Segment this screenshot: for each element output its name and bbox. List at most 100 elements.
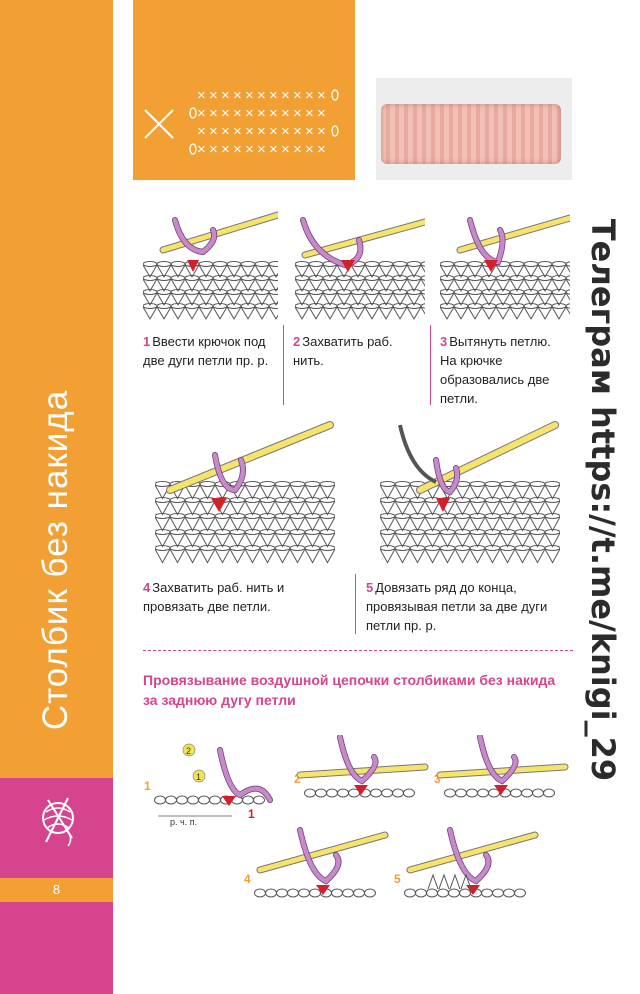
chain-loop-mark [304,788,316,798]
chain-loop-mark [342,888,354,898]
chain-loop-mark [242,795,254,805]
page-number: 8 [52,882,61,897]
stitch-mark [199,500,216,516]
stitch-mark [268,306,278,320]
stitch-mark [143,292,158,306]
chain-loop-mark [466,788,478,798]
stitch-mark [420,264,425,273]
stitch-mark [199,516,216,532]
chain-loop-mark [514,888,526,898]
stitch-mark [226,264,242,278]
stitch-mark [214,516,231,532]
symbol-mark: × [317,105,326,122]
symbol-mark: × [209,105,218,122]
stitch-mark [229,548,246,564]
stitch-mark [214,548,231,564]
stitch-mark [254,264,270,278]
chain-loop-mark [287,888,299,898]
stitch-mark [551,292,567,306]
stitch-mark [350,264,366,278]
turning-loop-mark [189,107,197,119]
symbol-mark: × [257,105,266,122]
stitch-mark [169,516,186,532]
stitch-mark [268,289,278,295]
stitch-mark [308,278,324,292]
stitch-mark [449,873,461,890]
stitch-mark [529,500,546,516]
stitch-mark [454,500,471,516]
stitch-mark [544,545,560,551]
fabric-rows [440,261,570,320]
stitch-mark [509,264,525,278]
red-stitch-highlight [316,885,330,895]
stitch-mark [229,516,246,532]
stitch-mark [336,278,352,292]
symbol-mark: × [305,87,314,104]
fabric-rows [295,261,425,320]
stitch-mark [268,261,278,267]
stitch-mark [406,292,422,306]
stitch-mark [295,306,310,320]
chain-loop-mark [455,788,467,798]
stitch-mark [529,532,546,548]
stitch-mark [394,532,411,548]
chain-loop-mark [448,888,460,898]
stitch-mark [469,532,486,548]
stitch-mark [308,261,324,267]
stitch-mark [394,500,411,516]
stitch-mark [143,306,158,320]
stitch-mark [454,484,471,500]
stitch-mark [254,306,270,320]
stitch-mark [268,303,278,309]
chain-loop-mark [532,788,544,798]
stitch-mark [439,548,456,564]
symbol-mark: × [281,105,290,122]
stitch-mark [427,873,439,890]
crochet-hook [167,422,333,493]
stitch-mark [364,292,380,306]
stitch-mark [350,306,366,320]
stitch-mark [170,306,186,320]
stitch-mark [319,513,335,519]
symbol-mark: × [209,87,218,104]
stitch-mark [380,500,396,516]
stitch-mark [440,292,455,306]
stitch-mark [499,500,516,516]
stitch-mark [499,532,516,548]
chain-loop-mark [337,788,349,798]
stitch-mark [469,516,486,532]
symbol-mark: × [245,123,254,140]
stitch-mark [565,289,570,295]
stitch-mark [467,306,483,320]
symbol-mark: × [221,141,230,158]
chain-loop-mark [154,795,166,805]
stitch-mark [495,306,511,320]
stitch-mark [170,261,186,267]
stitch-mark [304,481,321,487]
chain-step-number: 1 [144,779,151,793]
red-stitch-highlight [466,885,480,895]
stitch-mark [308,292,324,306]
stitch-mark [406,261,422,267]
stitch-mark [259,532,276,548]
stitch-mark [406,264,422,278]
stitch-mark [514,500,531,516]
stitch-mark [420,278,425,287]
stitch-mark [304,532,321,548]
stitch-mark [184,548,201,564]
stitch-mark [484,500,501,516]
stitch-mark [440,306,455,320]
stitch-mark [274,516,291,532]
crochet-hook [160,212,278,253]
symbol-mark: × [305,105,314,122]
step-1-illustration [143,211,278,320]
chain-loop-mark [543,788,555,798]
stitch-mark [143,261,158,267]
symbol-mark: × [257,123,266,140]
stitch-mark [184,264,200,278]
stitch-mark [406,306,422,320]
stitch-mark [319,516,335,532]
